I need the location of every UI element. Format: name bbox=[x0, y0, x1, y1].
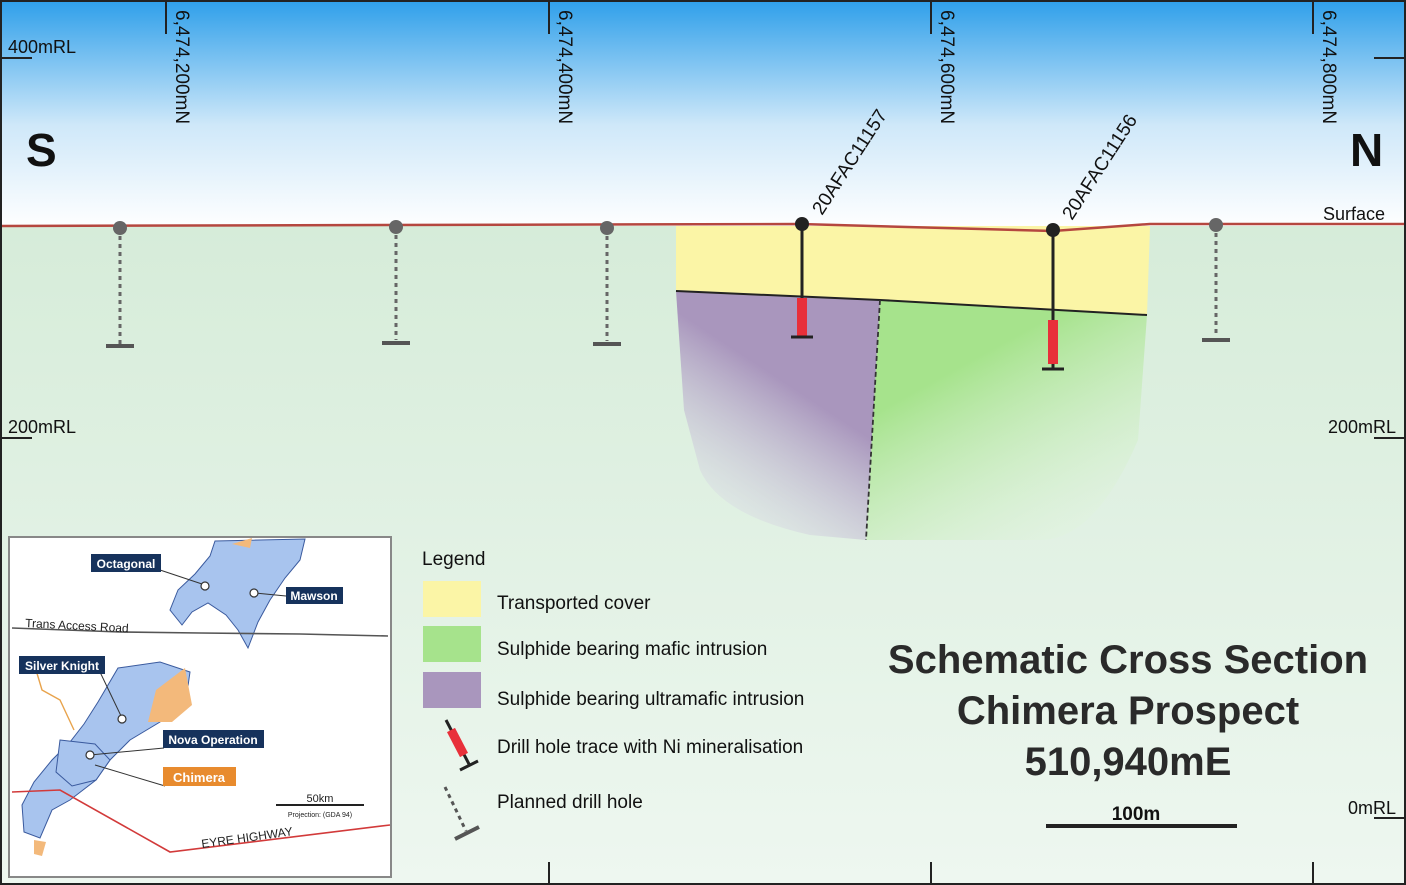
legend: Legend Transported cover Sulphide bearin… bbox=[422, 549, 804, 841]
northing-label-1: 6,474,200mN bbox=[171, 10, 192, 124]
mafic-intrusion bbox=[866, 300, 1147, 540]
northing-gridlines bbox=[165, 0, 1314, 885]
inset-track bbox=[35, 669, 75, 731]
inset-highway bbox=[11, 789, 391, 853]
inset-tenement-orange-3 bbox=[34, 840, 46, 856]
sky-band bbox=[0, 0, 1406, 228]
inset-callout-lines bbox=[89, 569, 287, 787]
legend-swatch-ultramafic bbox=[423, 672, 481, 708]
planned-drill-hole bbox=[106, 221, 134, 348]
section-title-line-3: 510,940mE bbox=[1025, 740, 1232, 784]
northing-label-3: 6,474,600mN bbox=[936, 10, 957, 124]
rl-label-0: 0mRL bbox=[1348, 798, 1396, 818]
inset-site-markers bbox=[85, 581, 259, 760]
inset-tenement-orange-2 bbox=[232, 538, 252, 548]
inset-label-octagonal: Octagonal bbox=[97, 557, 156, 571]
inset-label-bg-chimera bbox=[163, 767, 236, 786]
legend-swatch-cover bbox=[423, 581, 481, 617]
inset-road-label: Trans Access Road bbox=[25, 616, 129, 635]
legend-symbol-drill-hole bbox=[444, 719, 479, 772]
northing-label-2: 6,474,400mN bbox=[554, 10, 575, 124]
legend-label-planned-hole: Planned drill hole bbox=[497, 792, 643, 813]
surface-label: Surface bbox=[1323, 204, 1385, 224]
legend-label-cover: Transported cover bbox=[497, 593, 651, 614]
inset-label-bg-mawson bbox=[286, 587, 343, 604]
section-title-line-1: Schematic Cross Section bbox=[888, 638, 1368, 682]
inset-label-bg-silver-knight bbox=[19, 656, 105, 674]
legend-label-drill-hole: Drill hole trace with Ni mineralisation bbox=[497, 737, 803, 758]
scale-bar: 100m bbox=[1046, 804, 1237, 828]
direction-north: N bbox=[1350, 124, 1383, 176]
legend-heading: Legend bbox=[422, 549, 485, 570]
planned-drill-hole bbox=[382, 220, 410, 345]
inset-label-bg-octagonal bbox=[91, 554, 161, 572]
transported-cover bbox=[676, 226, 1150, 315]
inset-label-bg-nova bbox=[163, 730, 264, 748]
inset-map: Octagonal Mawson Silver Knight Nova Oper… bbox=[8, 536, 392, 878]
inset-scale-label: 50km bbox=[307, 793, 334, 805]
rl-ticks bbox=[0, 57, 1406, 819]
planned-drill-hole bbox=[1202, 218, 1230, 342]
inset-projection-label: Projection: (GDA 94) bbox=[288, 812, 352, 819]
inset-label-chimera: Chimera bbox=[173, 770, 226, 785]
inset-geology bbox=[21, 538, 306, 839]
legend-label-ultramafic: Sulphide bearing ultramafic intrusion bbox=[497, 689, 804, 710]
legend-symbol-planned-hole bbox=[443, 786, 480, 841]
direction-south: S bbox=[26, 124, 57, 176]
rl-label-400: 400mRL bbox=[8, 37, 76, 57]
rl-label-200-right: 200mRL bbox=[1328, 417, 1396, 437]
scale-bar-label: 100m bbox=[1112, 804, 1161, 825]
planned-drill-hole bbox=[593, 221, 621, 346]
inset-label-silver-knight: Silver Knight bbox=[25, 659, 99, 673]
section-title-line-2: Chimera Prospect bbox=[957, 689, 1299, 733]
inset-tenement-orange bbox=[148, 668, 192, 722]
ultramafic-intrusion bbox=[676, 291, 880, 540]
inset-label-nova-operation: Nova Operation bbox=[168, 733, 257, 747]
legend-label-mafic: Sulphide bearing mafic intrusion bbox=[497, 639, 767, 660]
rl-label-200-left: 200mRL bbox=[8, 417, 76, 437]
drill-hole-20afac11156 bbox=[1042, 223, 1064, 371]
inset-label-mawson: Mawson bbox=[290, 589, 337, 603]
inset-access-road bbox=[11, 627, 389, 637]
legend-swatch-mafic bbox=[423, 626, 481, 662]
northing-label-4: 6,474,800mN bbox=[1318, 10, 1339, 124]
intrusion-contact bbox=[865, 299, 881, 541]
drill-hole-20afac11157 bbox=[791, 217, 813, 339]
